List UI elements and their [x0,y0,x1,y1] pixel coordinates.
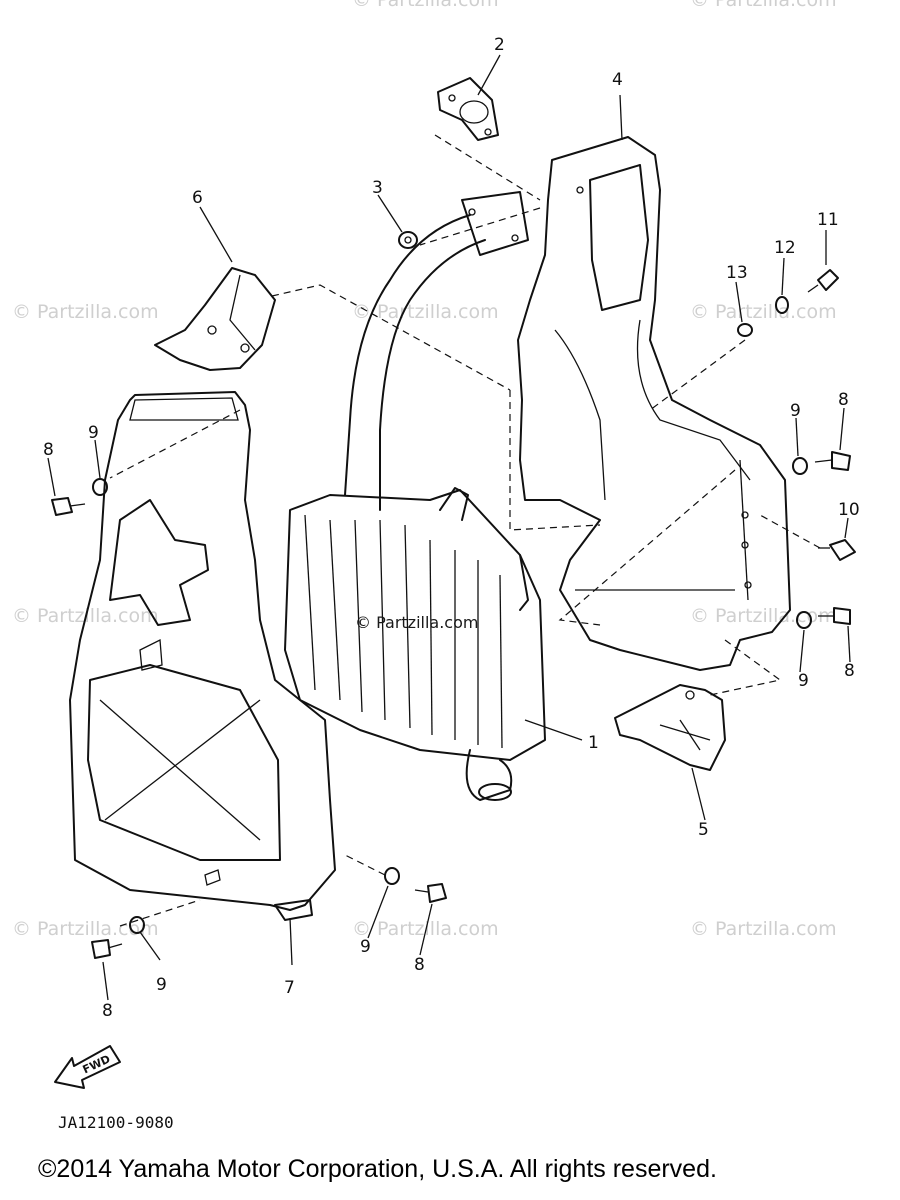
callout-8: 8 [838,390,849,410]
watermark: © Partzilla.com [690,918,837,940]
callout-9: 9 [790,401,801,421]
callout-9: 9 [88,423,99,443]
part-exhaust-pipe [344,191,529,511]
watermark: © Partzilla.com [690,605,837,627]
callout-8: 8 [844,661,855,681]
center-watermark: © Partzilla.com [355,613,478,632]
callout-12: 12 [774,238,796,258]
callout-7: 7 [284,978,295,998]
leader-lines [47,54,851,1001]
part-gasket [437,77,499,141]
watermarks: © Partzilla.com © Partzilla.com © Partzi… [12,0,837,940]
part-nut [398,231,418,249]
watermark: © Partzilla.com [12,301,159,323]
part-left-cover [69,391,336,921]
callout-8: 8 [102,1001,113,1021]
callout-5: 5 [698,820,709,840]
part-upper-bracket [154,267,276,371]
watermark: © Partzilla.com [352,0,499,11]
callout-8: 8 [414,955,425,975]
callout-2: 2 [494,35,505,55]
callout-6: 6 [192,188,203,208]
copyright-text: ©2014 Yamaha Motor Corporation, U.S.A. A… [38,1155,717,1183]
watermark: © Partzilla.com [690,301,837,323]
part-right-cover [517,136,791,671]
watermark: © Partzilla.com [352,918,499,940]
callout-9: 9 [360,937,371,957]
callout-3: 3 [372,178,383,198]
fwd-arrow-icon: FWD [54,1045,121,1089]
watermark: © Partzilla.com [690,0,837,11]
watermark: © Partzilla.com [352,301,499,323]
callout-13: 13 [726,263,748,283]
diagram-code: JA12100-9080 [58,1113,174,1132]
callout-11: 11 [817,210,839,230]
watermark: © Partzilla.com [12,918,159,940]
callout-4: 4 [612,70,623,90]
part-lower-bracket [614,684,726,771]
callout-10: 10 [838,500,860,520]
callout-9: 9 [156,975,167,995]
callout-8: 8 [43,440,54,460]
callouts: 2 4 3 6 11 12 13 8 9 10 8 9 9 8 1 5 7 9 … [43,35,860,1021]
callout-1: 1 [588,733,599,753]
callout-9: 9 [798,671,809,691]
part-muffler [284,487,546,801]
